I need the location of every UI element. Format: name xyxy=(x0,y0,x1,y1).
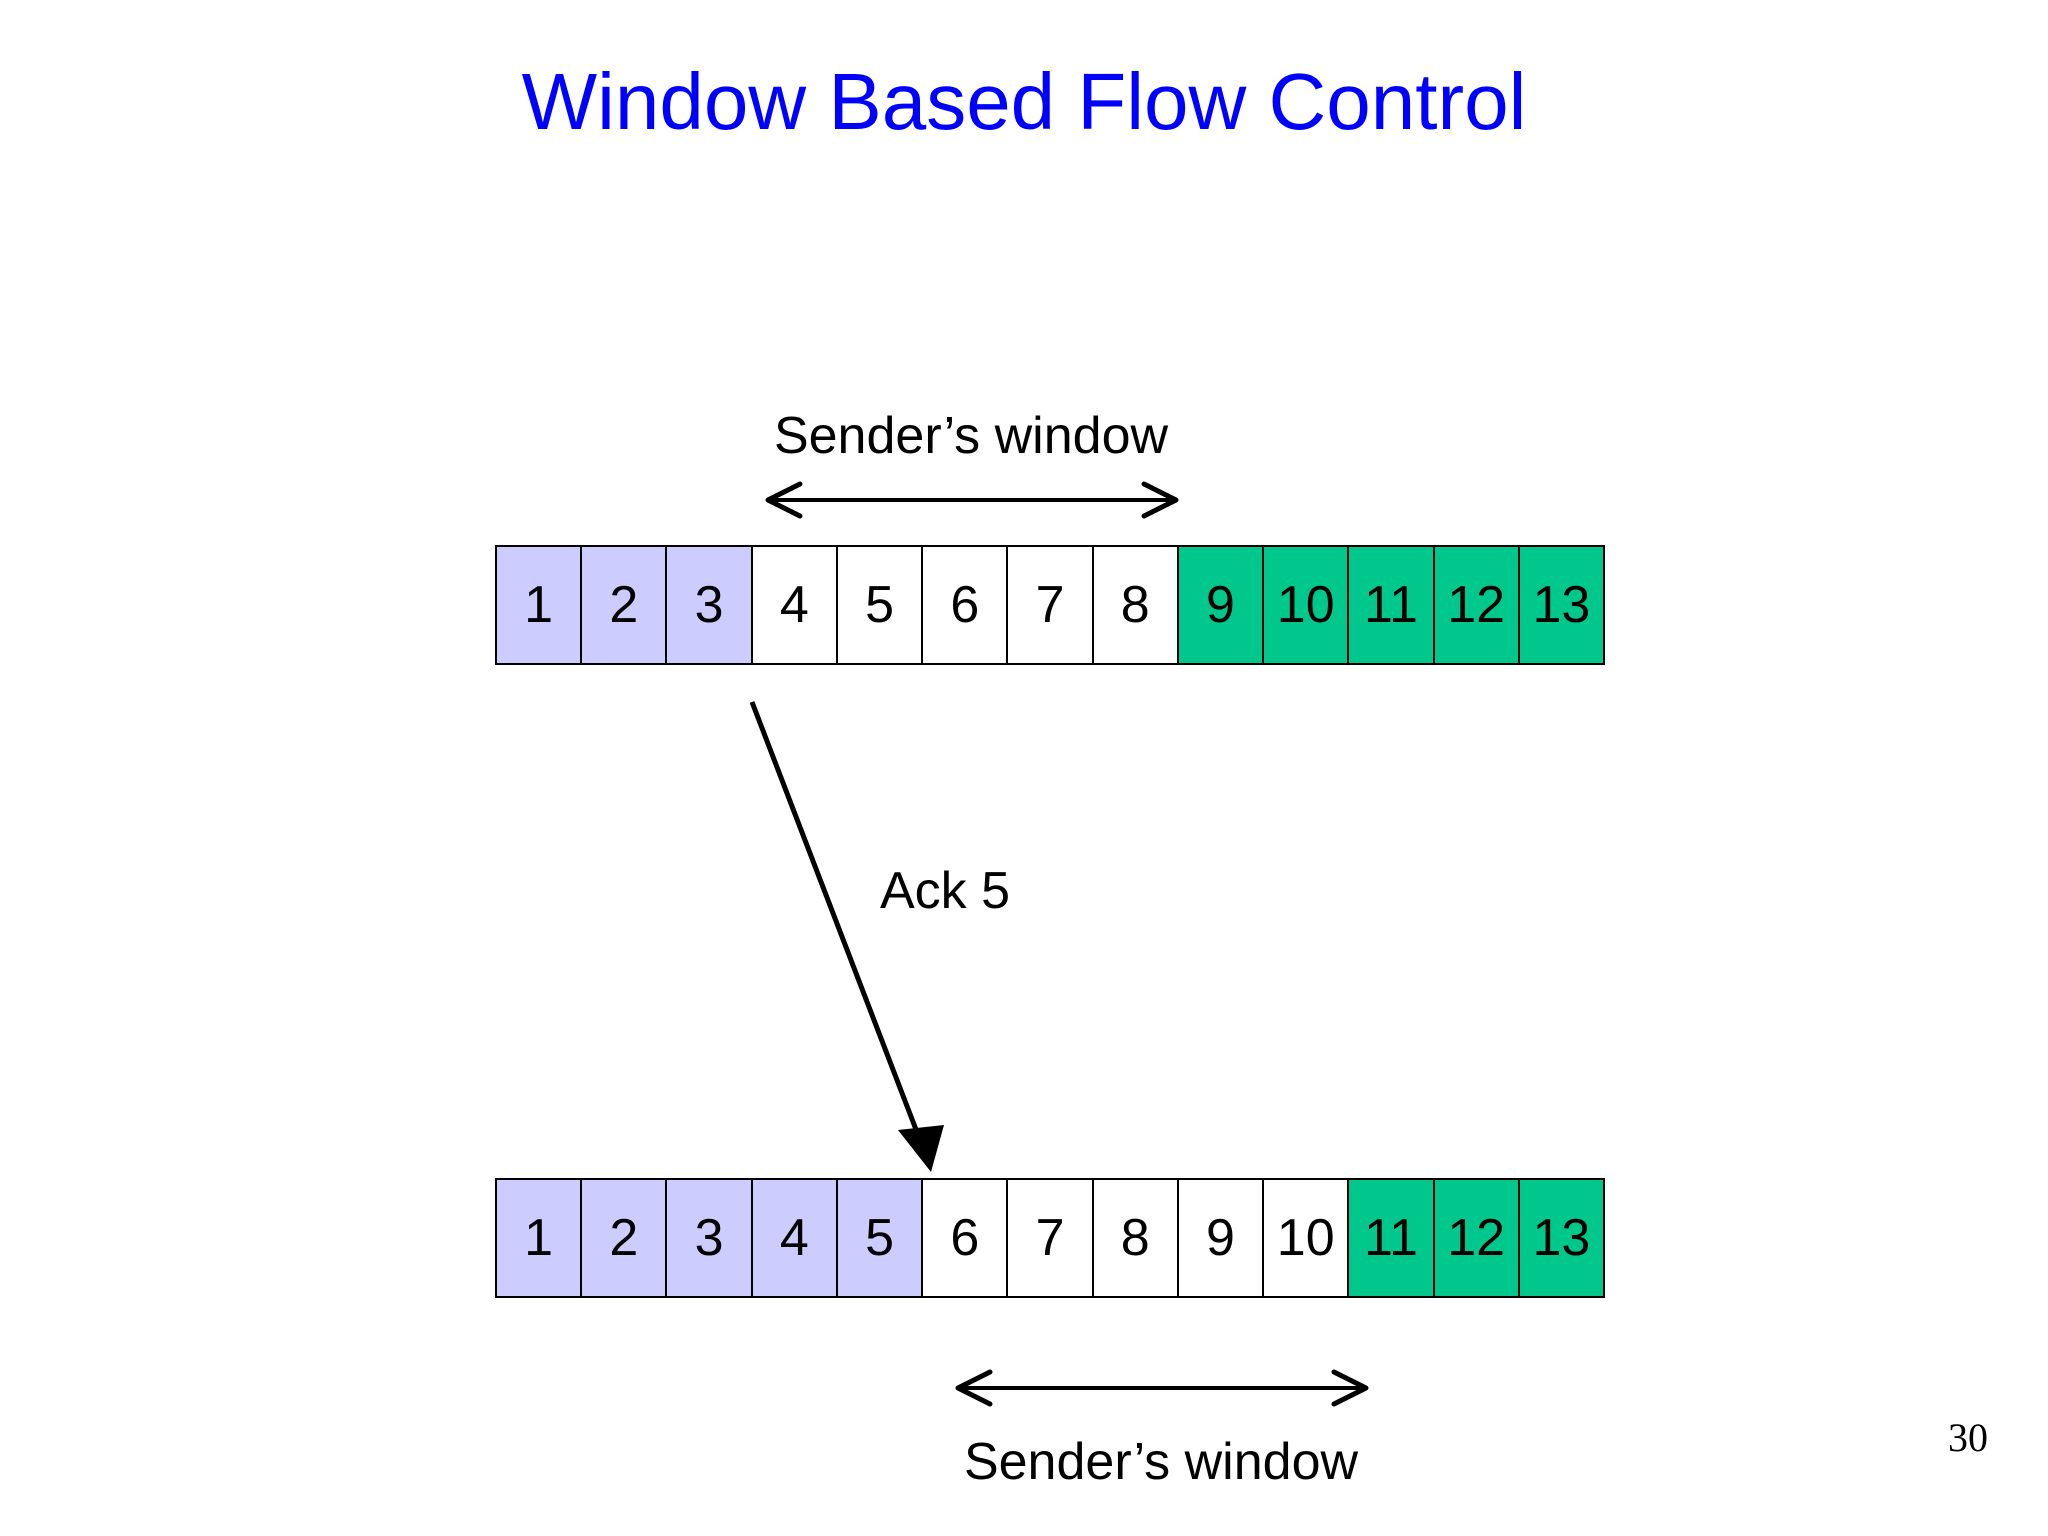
packet-cell[interactable]: 2 xyxy=(582,547,668,663)
packet-cell[interactable]: 2 xyxy=(582,1180,668,1296)
packet-cell[interactable]: 8 xyxy=(1093,1180,1179,1296)
packet-cell[interactable]: 12 xyxy=(1434,547,1520,663)
packet-cell[interactable]: 4 xyxy=(752,547,838,663)
packet-cell[interactable]: 5 xyxy=(837,547,924,663)
packet-cell[interactable]: 12 xyxy=(1434,1180,1520,1296)
packet-cell[interactable]: 11 xyxy=(1349,1180,1435,1296)
packet-cell[interactable]: 9 xyxy=(1178,547,1265,663)
sender-window-arrow-top xyxy=(765,481,1179,519)
packet-cell[interactable]: 8 xyxy=(1093,547,1179,663)
packet-cell[interactable]: 10 xyxy=(1264,1180,1350,1296)
packet-cell[interactable]: 1 xyxy=(497,1180,583,1296)
sender-window-arrow-bottom xyxy=(955,1369,1369,1407)
sender-window-label-top: Sender’s window xyxy=(773,407,1169,465)
packet-cell[interactable]: 9 xyxy=(1178,1180,1265,1296)
packet-cell[interactable]: 13 xyxy=(1519,547,1604,663)
packet-cell[interactable]: 4 xyxy=(752,1180,838,1296)
packet-cell[interactable]: 6 xyxy=(923,1180,1009,1296)
page-number: 30 xyxy=(1948,1415,1988,1460)
ack-arrow xyxy=(749,701,944,1172)
packet-cell[interactable]: 11 xyxy=(1349,547,1435,663)
packet-cell[interactable]: 10 xyxy=(1264,547,1350,663)
page-title: Window Based Flow Control xyxy=(521,57,1527,146)
ack-message-label: Ack 5 xyxy=(880,862,1011,920)
packet-cell[interactable]: 7 xyxy=(1008,1180,1094,1296)
packet-cell[interactable]: 5 xyxy=(837,1180,924,1296)
packet-cell[interactable]: 3 xyxy=(667,547,753,663)
packet-cell[interactable]: 6 xyxy=(923,547,1009,663)
packet-cell[interactable]: 13 xyxy=(1519,1180,1604,1296)
packet-cell[interactable]: 7 xyxy=(1008,547,1094,663)
packet-cell[interactable]: 3 xyxy=(667,1180,753,1296)
packet-cell[interactable]: 1 xyxy=(497,547,583,663)
sender-window-label-bottom: Sender’s window xyxy=(963,1433,1359,1491)
